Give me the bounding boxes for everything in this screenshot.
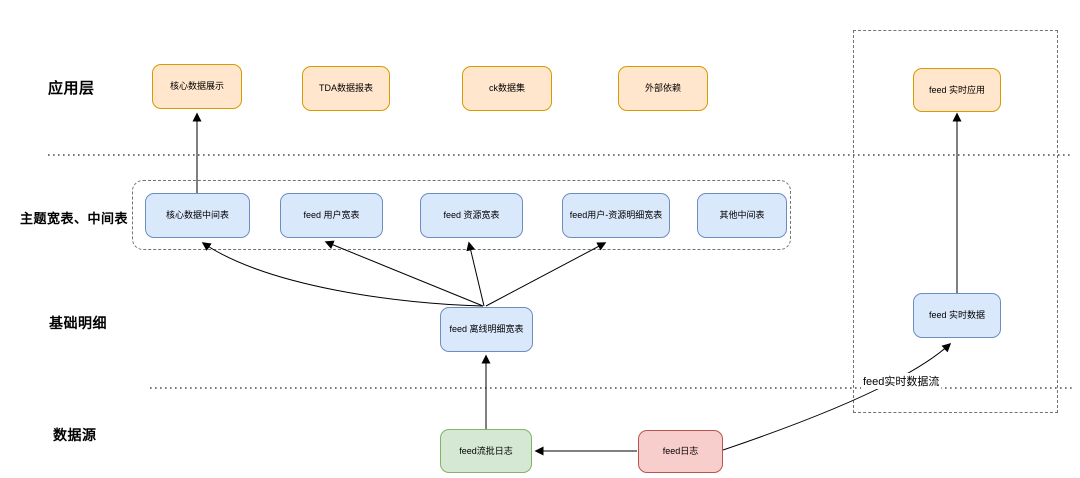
- arrow-offline-to-resource-wide: [466, 241, 485, 307]
- node-feed-resource-wide-table: feed 资源宽表: [420, 193, 523, 238]
- group-realtime-pipeline: [853, 30, 1058, 413]
- node-feed-realtime-data: feed 实时数据: [913, 293, 1001, 338]
- group-mid-tables: [132, 180, 791, 250]
- layer-label-data-source: 数据源: [53, 427, 97, 443]
- arrow-log-to-realtime-data: [722, 342, 952, 451]
- node-core-data-mid-table: 核心数据中间表: [145, 193, 250, 238]
- node-feed-realtime-app: feed 实时应用: [913, 68, 1001, 112]
- node-tda-report: TDA数据报表: [302, 66, 390, 111]
- arrow-offline-to-user-resource-detail: [485, 242, 607, 307]
- node-feed-log: feed日志: [638, 430, 723, 473]
- node-other-mid-table: 其他中间表: [697, 193, 787, 238]
- arrow-offline-to-user-wide: [324, 240, 484, 307]
- node-feed-offline-detail-wide-table: feed 离线明细宽表: [440, 307, 533, 352]
- layer-label-application: 应用层: [48, 80, 95, 97]
- node-ck-dataset: ck数据集: [462, 66, 552, 111]
- node-feed-stream-batch-log: feed流批日志: [440, 429, 532, 473]
- node-feed-user-wide-table: feed 用户宽表: [280, 193, 383, 238]
- arrow-offline-to-core-mid: [201, 242, 484, 307]
- edge-label-feed-realtime-stream: feed实时数据流: [861, 373, 942, 389]
- node-feed-user-resource-detail-wide-table: feed用户-资源明细宽表: [562, 193, 670, 238]
- layer-label-base-detail: 基础明细: [49, 315, 107, 331]
- node-core-data-display: 核心数据展示: [152, 64, 242, 109]
- layer-label-theme-wide-tables: 主题宽表、中间表: [20, 211, 129, 226]
- node-external-dependency: 外部依赖: [618, 66, 708, 111]
